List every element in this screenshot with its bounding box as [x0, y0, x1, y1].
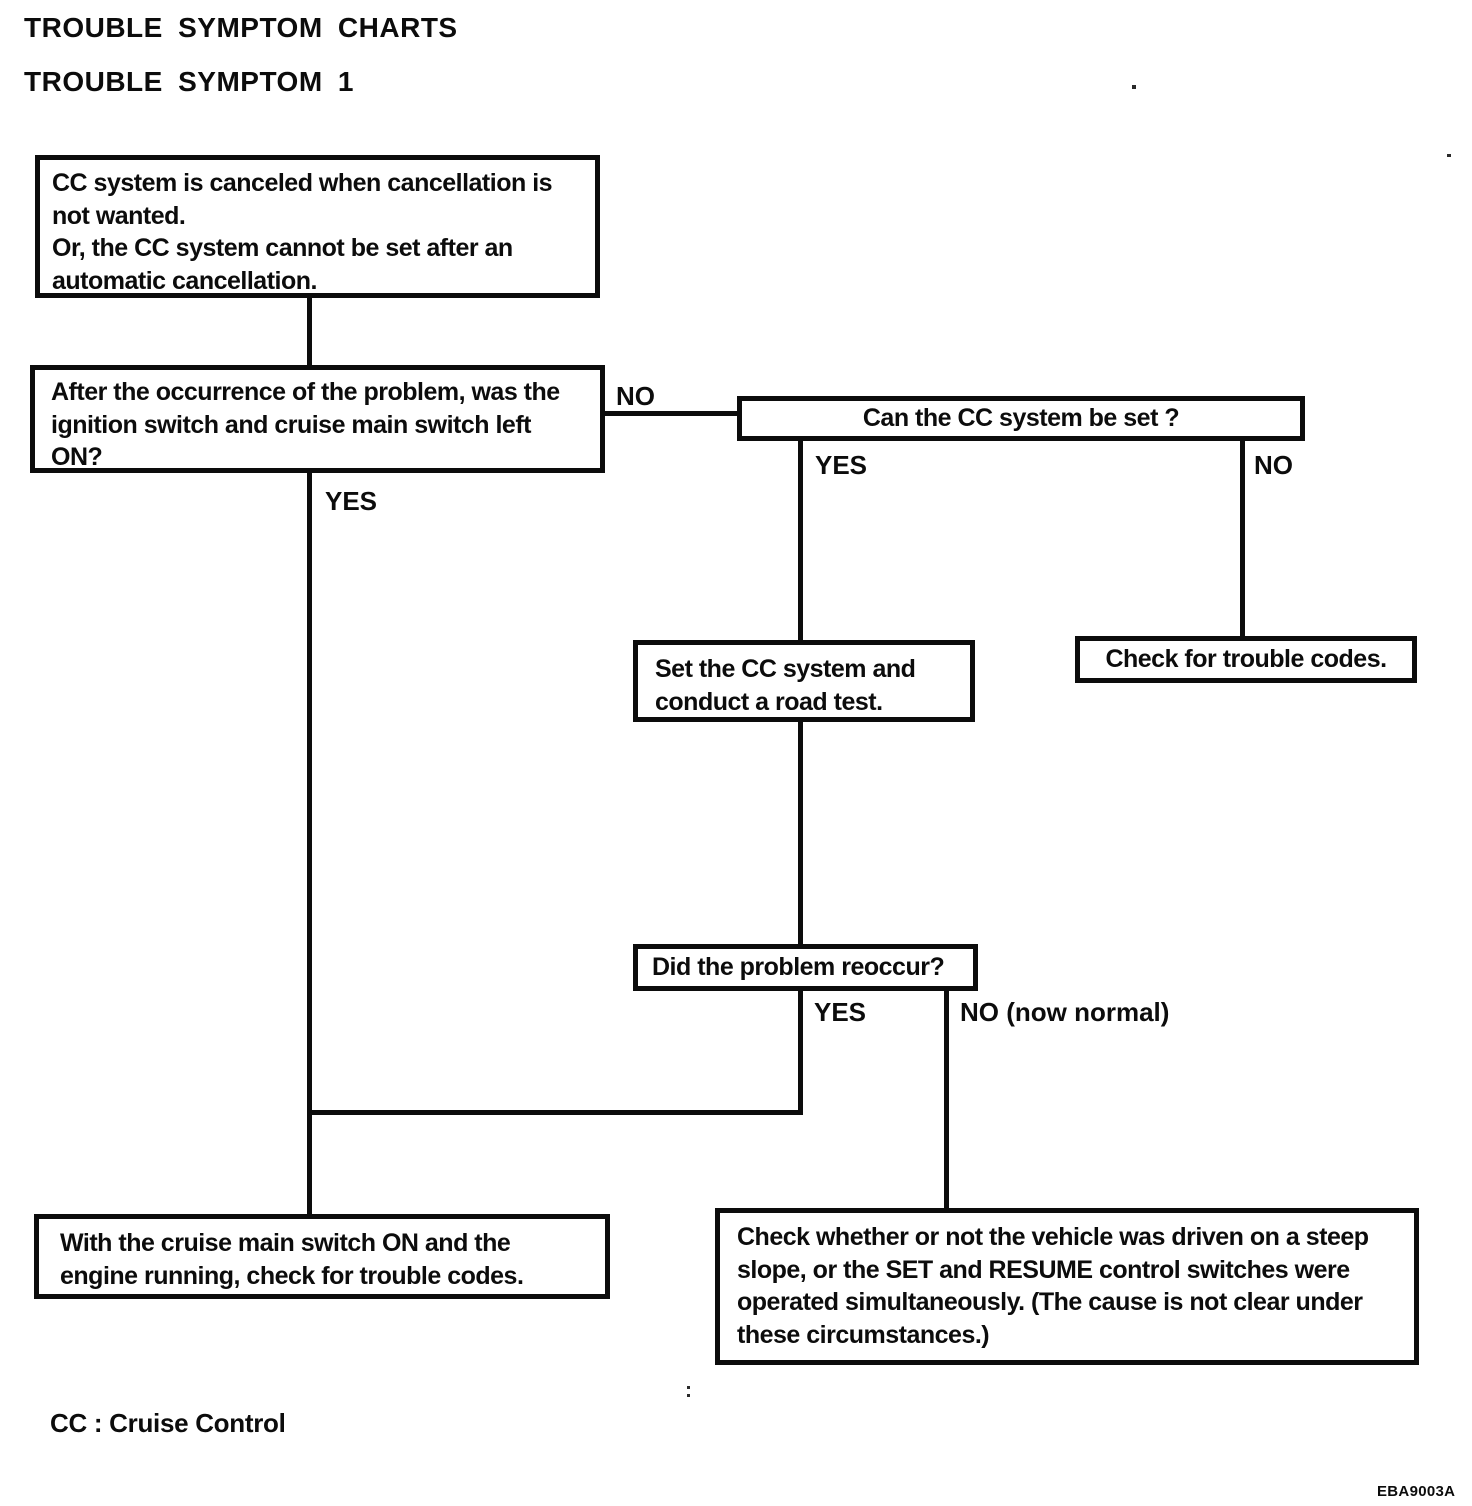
page-title: TROUBLE SYMPTOM CHARTS — [24, 12, 458, 43]
connector-ignition-yes-down — [307, 469, 312, 1215]
connector-reoccur-yes-join-left — [307, 1110, 803, 1115]
connector-roadtest-to-reoccur — [798, 720, 803, 945]
node-symptom-description: CC system is canceled when cancellation … — [35, 155, 600, 298]
branch-label-ignition-no: NO — [616, 381, 655, 411]
node-result-check-codes-engine-running: With the cruise main switch ON and the e… — [34, 1214, 610, 1299]
scan-speck — [687, 1394, 690, 1397]
connector-reoccur-yes-down — [798, 989, 803, 1115]
node-action-road-test: Set the CC system and conduct a road tes… — [633, 640, 975, 722]
branch-label-ignition-yes: YES — [325, 486, 378, 516]
node-question-problem-reoccur: Did the problem reoccur? — [633, 944, 978, 991]
page-subtitle: TROUBLE SYMPTOM 1 — [24, 66, 355, 97]
node-question-ignition-switch: After the occurrence of the problem, was… — [30, 365, 605, 473]
connector-ignition-no-right — [600, 411, 738, 416]
connector-canset-yes-down — [798, 439, 803, 641]
node-check-trouble-codes: Check for trouble codes. — [1075, 636, 1417, 683]
scan-speck — [1132, 85, 1136, 89]
figure-reference-code: EBA9003A — [1377, 1483, 1456, 1500]
scan-speck — [687, 1386, 690, 1389]
connector-symptom-to-ignition-question — [307, 296, 312, 366]
branch-label-reoccur-no-now-normal: NO (now normal) — [960, 997, 1170, 1027]
branch-label-reoccur-yes: YES — [814, 997, 867, 1027]
branch-label-canset-no: NO — [1254, 450, 1293, 480]
node-question-can-cc-be-set: Can the CC system be set ? — [737, 396, 1305, 441]
cc-abbreviation-footnote: CC : Cruise Control — [50, 1408, 286, 1438]
connector-canset-no-down — [1240, 439, 1245, 637]
scan-speck — [1447, 154, 1451, 157]
connector-reoccur-no-down — [944, 989, 949, 1209]
branch-label-canset-yes: YES — [815, 450, 868, 480]
node-result-check-steep-slope: Check whether or not the vehicle was dri… — [715, 1208, 1419, 1365]
